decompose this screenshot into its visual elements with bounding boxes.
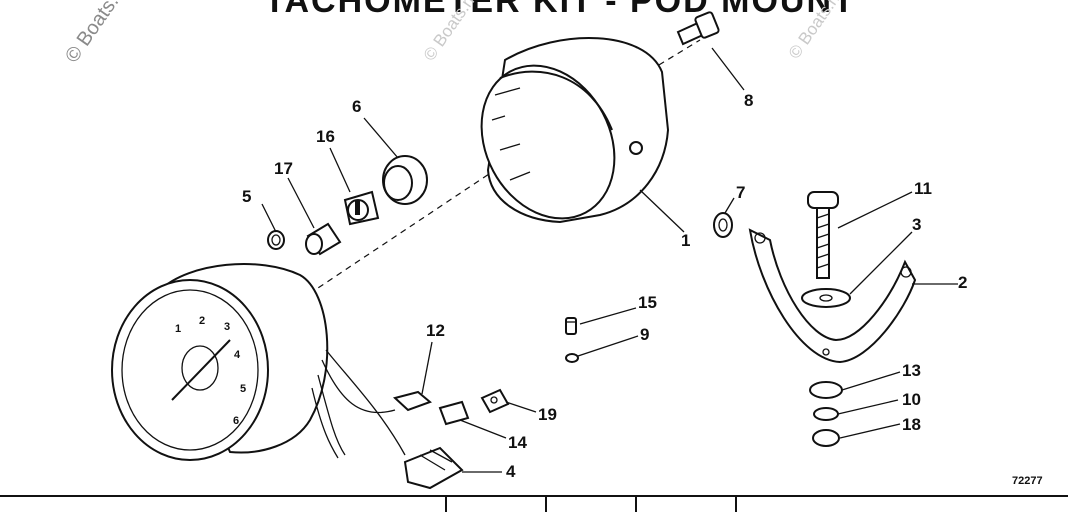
callout-5: 5: [242, 187, 251, 206]
callout-19: 19: [538, 405, 557, 424]
mounting-bracket: [748, 228, 917, 364]
callout-17: 17: [274, 159, 293, 178]
parts-table-border: [0, 495, 1068, 512]
tachometer-gauge: 1 2 3 4 5 6: [111, 263, 329, 461]
callout-9: 9: [640, 325, 649, 344]
lock-washer: [565, 353, 579, 363]
bracket-washer: [801, 288, 851, 308]
callout-13: 13: [902, 361, 921, 380]
callout-16: 16: [316, 127, 335, 146]
diagram-reference-number: 72277: [1012, 475, 1043, 487]
callout-12: 12: [426, 321, 445, 340]
callout-15: 15: [638, 293, 657, 312]
callout-14: 14: [508, 433, 527, 452]
callout-18: 18: [902, 415, 921, 434]
mounting-screw: [676, 11, 720, 46]
callout-10: 10: [902, 390, 921, 409]
flat-washer-lower: [809, 381, 843, 399]
gauge-number: 1: [175, 323, 181, 335]
callout-6: 6: [352, 97, 361, 116]
lamp-socket: [343, 190, 380, 226]
diagram-title: TACHOMETER KIT - POD MOUNT: [264, 0, 856, 20]
callout-11: 11: [914, 179, 932, 198]
gauge-number: 2: [199, 315, 205, 327]
bulb-cap: [267, 230, 285, 250]
small-screw: [565, 317, 577, 335]
lock-washer-lower: [813, 407, 839, 421]
callout-3: 3: [912, 215, 921, 234]
wire-connector: [438, 400, 470, 426]
gauge-number: 5: [240, 383, 246, 395]
lamp-bulb: [305, 222, 342, 256]
callout-4: 4: [506, 462, 516, 481]
terminal-tab: [480, 388, 510, 414]
bezel-ring: [382, 155, 428, 205]
flat-washer: [713, 212, 733, 238]
wire-terminal: [392, 390, 432, 412]
leader-lines: [261, 47, 958, 473]
callout-1: 1: [681, 231, 690, 250]
pod-housing: [480, 37, 670, 224]
gauge-number: 4: [234, 349, 241, 361]
callout-7: 7: [736, 183, 745, 202]
watermark-text: © Boats.net: [61, 0, 139, 67]
mounting-bolt: [807, 191, 839, 279]
connector-block: [403, 446, 464, 490]
nut: [812, 429, 840, 447]
callout-2: 2: [958, 273, 967, 292]
callout-8: 8: [744, 91, 753, 110]
gauge-number: 6: [233, 415, 239, 427]
gauge-wires: [311, 349, 406, 459]
gauge-number: 3: [224, 321, 230, 333]
